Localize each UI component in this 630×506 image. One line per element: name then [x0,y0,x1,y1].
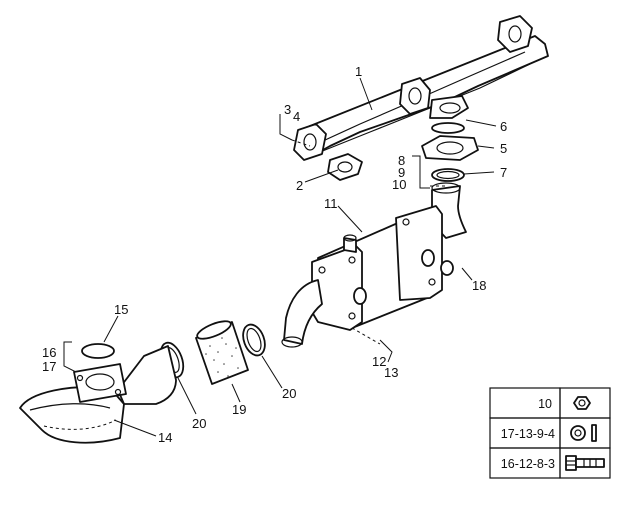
nut-icon [573,396,591,410]
exhaust-cooler-body [281,182,467,348]
callout-label: 4 [293,109,300,124]
manifold-port-flange [293,123,327,161]
callout-label: 7 [500,165,507,180]
callout-labels: 1 2 3 4 5 6 7 8 9 10 11 12 13 14 15 16 1… [42,64,507,445]
flexible-hose [195,320,249,385]
ring-gasket [81,343,115,359]
manifold-port-flange [399,77,431,115]
callout-label: 3 [284,102,291,117]
manifold-gasket [327,153,363,181]
outlet-flange [421,135,479,161]
callout-label: 6 [500,119,507,134]
callout-label: 1 [355,64,362,79]
callout-label: 2 [296,178,303,193]
callout-label: 5 [500,141,507,156]
callout-label: 10 [392,177,406,192]
callout-label: 18 [472,278,486,293]
ring-gasket [431,122,465,134]
clamp-ring [431,168,465,182]
callout-label: 13 [384,365,398,380]
callout-label: 15 [114,302,128,317]
exhaust-manifold [293,15,549,161]
leader-lines [63,77,497,437]
callout-label: 16 [42,345,56,360]
callout-label: 9 [398,165,405,180]
callout-label: 17 [42,359,56,374]
callout-label: 8 [398,153,405,168]
legend-row-label: 17-13-9-4 [501,427,555,441]
fastener-legend-table: 10 17-13-9-4 16-12-8-3 [489,387,611,479]
callout-label: 19 [232,402,246,417]
callout-label: 12 [372,354,386,369]
manifold-port-flange [497,15,533,53]
o-ring [440,260,454,276]
exhaust-elbow [19,345,177,444]
bolt-icon [565,455,605,471]
hose-clamp [242,323,266,357]
callout-label: 14 [158,430,172,445]
callout-label: 11 [324,196,338,211]
callout-label: 20 [192,416,206,431]
callout-label: 20 [282,386,296,401]
legend-row-label: 10 [538,397,552,411]
washer-and-pin-icon [570,424,597,442]
legend-row-label: 16-12-8-3 [501,457,555,471]
